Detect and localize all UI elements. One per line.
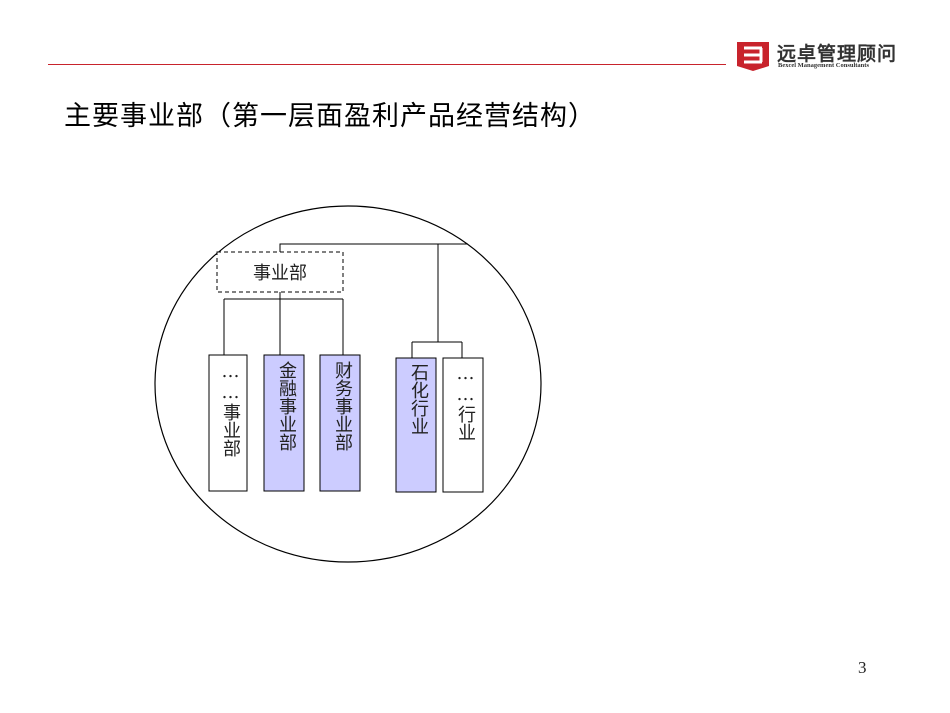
group-node-box xyxy=(216,251,344,293)
division-label-3: 财务事业部 xyxy=(332,361,353,451)
company-logo: 远卓管理顾问 Bexcel Management Consultants xyxy=(735,38,915,74)
page-title: 主要事业部（第一层面盈利产品经营结构） xyxy=(64,101,596,132)
industry-label-1: 石化行业 xyxy=(408,363,429,435)
group-node-label: 事业部 xyxy=(253,263,307,284)
division-label-2: 金融事业部 xyxy=(276,361,297,451)
industry-label-2: ……行业 xyxy=(455,363,476,441)
division-box-2 xyxy=(263,354,305,492)
logo-chinese-name: 远卓管理顾问 xyxy=(777,43,898,65)
connector-lines xyxy=(223,243,468,358)
industry-box-1 xyxy=(395,357,437,493)
scope-ellipse xyxy=(154,205,542,563)
industry-box-2 xyxy=(442,357,484,493)
logo-english-name: Bexcel Management Consultants xyxy=(778,62,869,69)
division-box-1 xyxy=(208,354,248,492)
division-label-1: ……事业部 xyxy=(220,361,241,457)
header-rule xyxy=(48,64,726,65)
division-box-3 xyxy=(319,354,361,492)
page-number: 3 xyxy=(858,658,867,677)
logo-mark-icon xyxy=(737,42,769,71)
